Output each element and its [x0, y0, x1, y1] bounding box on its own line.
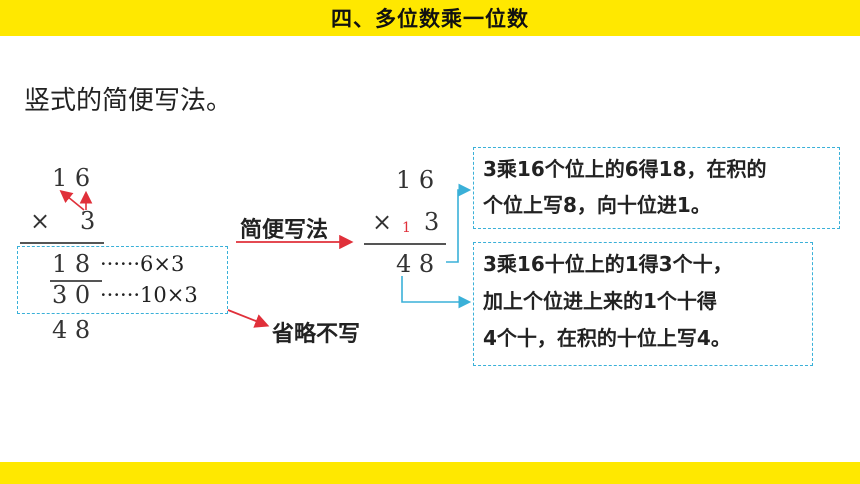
right-multiplier: 3: [424, 208, 440, 236]
omit-label: 省略不写: [272, 322, 361, 347]
digit-multiply-arrows: [59, 189, 93, 211]
header-title: 四、多位数乘一位数: [331, 7, 529, 31]
partial-products-box: [17, 246, 228, 314]
right-line: [364, 243, 446, 245]
explanation-box-ones: [473, 147, 840, 229]
left-line-2: [50, 280, 102, 282]
explanation-tens-line-1: 3乘16十位上的1得3个十，: [483, 252, 733, 276]
right-result: 4 8: [396, 250, 435, 278]
left-partial-2: 3 0: [52, 281, 91, 309]
ones-explanation-arrow: [446, 183, 472, 263]
left-result: 4 8: [52, 316, 91, 344]
explanation-tens-line-2: 加上个位进上来的1个十得: [483, 289, 717, 313]
left-partial-1: 1 8: [52, 250, 91, 278]
carry-digit: 1: [402, 220, 411, 236]
left-multiplier: 3: [80, 207, 96, 235]
left-multiplicand: 1 6: [52, 164, 91, 192]
explanation-tens-line-3: 4个十，在积的十位上写4。: [483, 326, 731, 350]
left-times-sign: ×: [30, 207, 51, 235]
right-multiplicand: 1 6: [396, 166, 435, 194]
explanation-ones-line-2: 个位上写8，向十位进1。: [483, 193, 711, 217]
header-banner: 四、多位数乘一位数: [0, 0, 860, 36]
omit-arrow: [227, 309, 270, 328]
simplified-method-label: 简便写法: [240, 218, 329, 243]
left-partial-2-note: ······10×3: [100, 283, 198, 307]
footer-banner: [0, 462, 860, 484]
explanation-ones-line-1: 3乘16个位上的6得18，在积的: [483, 157, 767, 181]
left-line-1: [20, 242, 104, 244]
explanation-box-tens: [473, 242, 813, 366]
subtitle: 竖式的简便写法。: [24, 86, 233, 116]
left-partial-1-note: ······6×3: [100, 252, 185, 276]
right-times-sign: ×: [372, 208, 393, 236]
tens-explanation-arrow: [401, 276, 472, 309]
